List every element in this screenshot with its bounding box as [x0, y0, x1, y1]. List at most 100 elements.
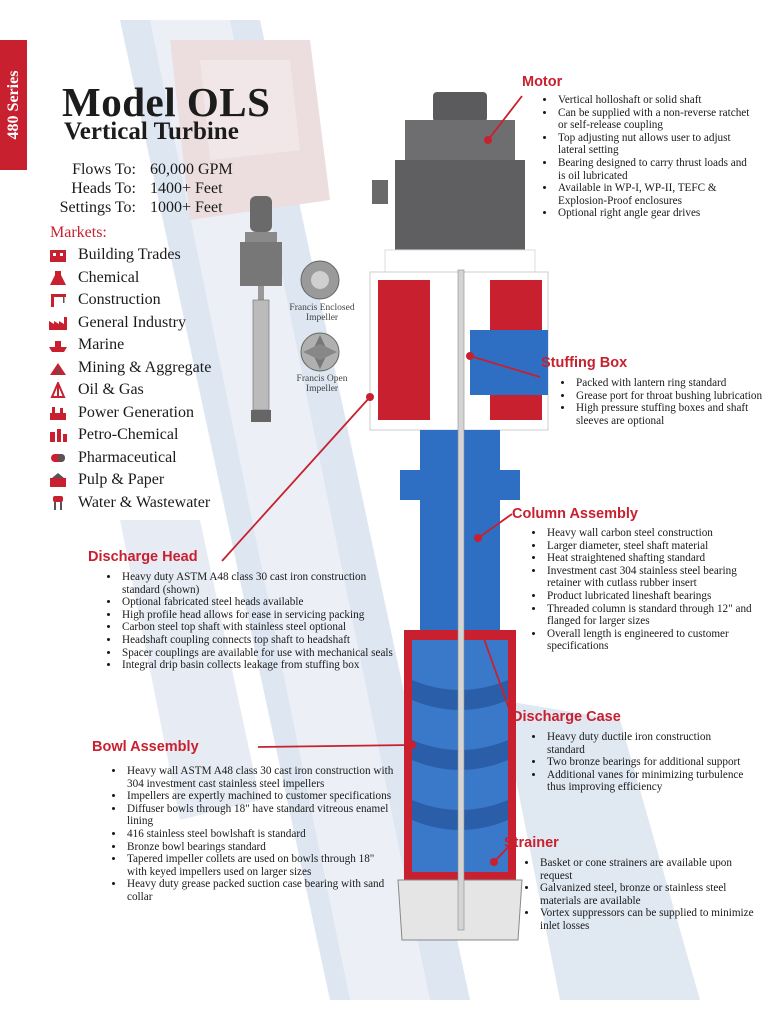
discharge-head-bullets: Heavy duty ASTM A48 class 30 cast iron c… [106, 571, 406, 672]
page-subtitle: Vertical Turbine [64, 118, 239, 145]
spec-label: Heads To: [71, 180, 136, 197]
list-item: Available in WP-I, WP-II, TEFC & Explosi… [556, 182, 756, 207]
list-item: Packed with lantern ring standard [574, 377, 764, 390]
crane-icon [51, 294, 66, 308]
list-item: Diffuser bowls through 18" have standard… [125, 803, 397, 828]
main-pump-cutaway [369, 92, 549, 941]
small-pump-drawing [240, 196, 282, 422]
list-item: Product lubricated lineshaft bearings [545, 590, 768, 603]
market-label: Building Trades [78, 246, 181, 264]
market-label: Water & Wastewater [78, 493, 211, 511]
list-item: High profile head allows for ease in ser… [120, 609, 406, 622]
spec-label: Flows To: [72, 161, 136, 178]
spec-row-flows: Flows To: 60,000 GPM [40, 160, 233, 179]
water-tower-icon [53, 495, 63, 510]
series-tab-label: 480 Series [4, 70, 22, 140]
market-label: General Industry [78, 313, 186, 331]
list-item: Heavy duty grease packed suction case be… [125, 878, 397, 903]
column-assembly-heading: Column Assembly [512, 506, 638, 522]
callout-dots [366, 136, 498, 866]
markets-list: Building Trades Chemical Construction Ge… [48, 244, 211, 514]
mining-icon [50, 362, 66, 375]
building-icon [50, 250, 66, 263]
list-item: Larger diameter, steel shaft material [545, 540, 768, 553]
list-item: Pulp & Paper [48, 469, 211, 492]
spec-row-settings: Settings To: 1000+ Feet [40, 198, 233, 217]
callout-lines [221, 95, 541, 863]
column-assembly-bullets: Heavy wall carbon steel construction Lar… [531, 527, 768, 653]
list-item: Building Trades [48, 244, 211, 267]
power-plant-icon [50, 406, 66, 420]
list-item: High pressure stuffing boxes and shaft s… [574, 402, 764, 427]
motor-bullets: Vertical holloshaft or solid shaft Can b… [542, 94, 756, 220]
strainer-bullets: Basket or cone strainers are available u… [524, 857, 766, 933]
page-title: Model OLS [62, 79, 271, 125]
oil-derrick-icon [50, 382, 66, 399]
market-label: Power Generation [78, 403, 194, 421]
spec-row-heads: Heads To: 1400+ Feet [40, 179, 233, 198]
list-item: Bronze bowl bearings standard [125, 841, 397, 854]
enclosed-impeller-caption: Francis Enclosed Impeller [289, 303, 355, 323]
list-item: Water & Wastewater [48, 492, 211, 515]
list-item: Heavy wall ASTM A48 class 30 cast iron c… [125, 765, 397, 790]
list-item: Impellers are expertly machined to custo… [125, 790, 397, 803]
series-tab: 480 Series [0, 40, 27, 170]
list-item: Carbon steel top shaft with stainless st… [120, 621, 406, 634]
list-item: Tapered impeller collets are used on bow… [125, 853, 397, 878]
list-item: Heavy duty ASTM A48 class 30 cast iron c… [120, 571, 406, 596]
strainer-heading: Strainer [504, 835, 559, 851]
list-item: Pharmaceutical [48, 447, 211, 470]
list-item: General Industry [48, 312, 211, 335]
spec-label: Settings To: [59, 199, 136, 216]
list-item: Marine [48, 334, 211, 357]
list-item: Mining & Aggregate [48, 357, 211, 380]
list-item: Galvanized steel, bronze or stainless st… [538, 882, 766, 907]
list-item: Can be supplied with a non-reverse ratch… [556, 107, 756, 132]
list-item: Top adjusting nut allows user to adjust … [556, 132, 756, 157]
list-item: Petro-Chemical [48, 424, 211, 447]
motor-heading: Motor [522, 74, 563, 90]
discharge-case-bullets: Heavy duty ductile iron construction sta… [531, 731, 745, 794]
market-label: Pulp & Paper [78, 471, 165, 489]
list-item: Heavy duty ductile iron construction sta… [545, 731, 745, 756]
stuffing-box-heading: Stuffing Box [541, 355, 628, 371]
discharge-case-heading: Discharge Case [512, 709, 621, 725]
list-item: 416 stainless steel bowlshaft is standar… [125, 828, 397, 841]
list-item: Heavy wall carbon steel construction [545, 527, 768, 540]
list-item: Oil & Gas [48, 379, 211, 402]
list-item: Headshaft coupling connects top shaft to… [120, 634, 406, 647]
open-impeller-caption: Francis Open Impeller [296, 374, 348, 394]
factory-icon [49, 316, 67, 330]
chemical-icon [50, 270, 66, 285]
markets-heading: Markets: [50, 224, 107, 241]
list-item: Heat straightened shafting standard [545, 552, 768, 565]
list-item: Grease port for throat bushing lubricati… [574, 390, 764, 403]
market-label: Mining & Aggregate [78, 358, 212, 376]
market-label: Marine [78, 336, 125, 354]
market-label: Petro-Chemical [78, 426, 179, 444]
list-item: Investment cast 304 stainless steel bear… [545, 565, 768, 590]
ship-icon [49, 341, 67, 353]
spec-value: 60,000 GPM [150, 161, 233, 178]
list-item: Vortex suppressors can be supplied to mi… [538, 907, 766, 932]
background-cutaway [120, 20, 700, 1000]
stuffing-box-bullets: Packed with lantern ring standard Grease… [560, 377, 764, 427]
list-item: Spacer couplings are available for use w… [120, 647, 406, 660]
list-item: Two bronze bearings for additional suppo… [545, 756, 745, 769]
list-item: Threaded column is standard through 12" … [545, 603, 768, 628]
list-item: Vertical holloshaft or solid shaft [556, 94, 756, 107]
list-item: Basket or cone strainers are available u… [538, 857, 766, 882]
market-label: Oil & Gas [78, 381, 144, 399]
discharge-head-heading: Discharge Head [88, 549, 198, 565]
pharmaceutical-icon [51, 453, 65, 462]
list-item: Integral drip basin collects leakage fro… [120, 659, 406, 672]
list-item: Optional fabricated steel heads availabl… [120, 596, 406, 609]
list-item: Chemical [48, 267, 211, 290]
spec-value: 1000+ Feet [150, 199, 223, 216]
refinery-icon [50, 429, 67, 443]
francis-enclosed-impeller-drawing [300, 260, 340, 300]
market-label: Pharmaceutical [78, 448, 177, 466]
bowl-assembly-bullets: Heavy wall ASTM A48 class 30 cast iron c… [111, 765, 397, 904]
pulp-mill-icon [50, 473, 66, 488]
